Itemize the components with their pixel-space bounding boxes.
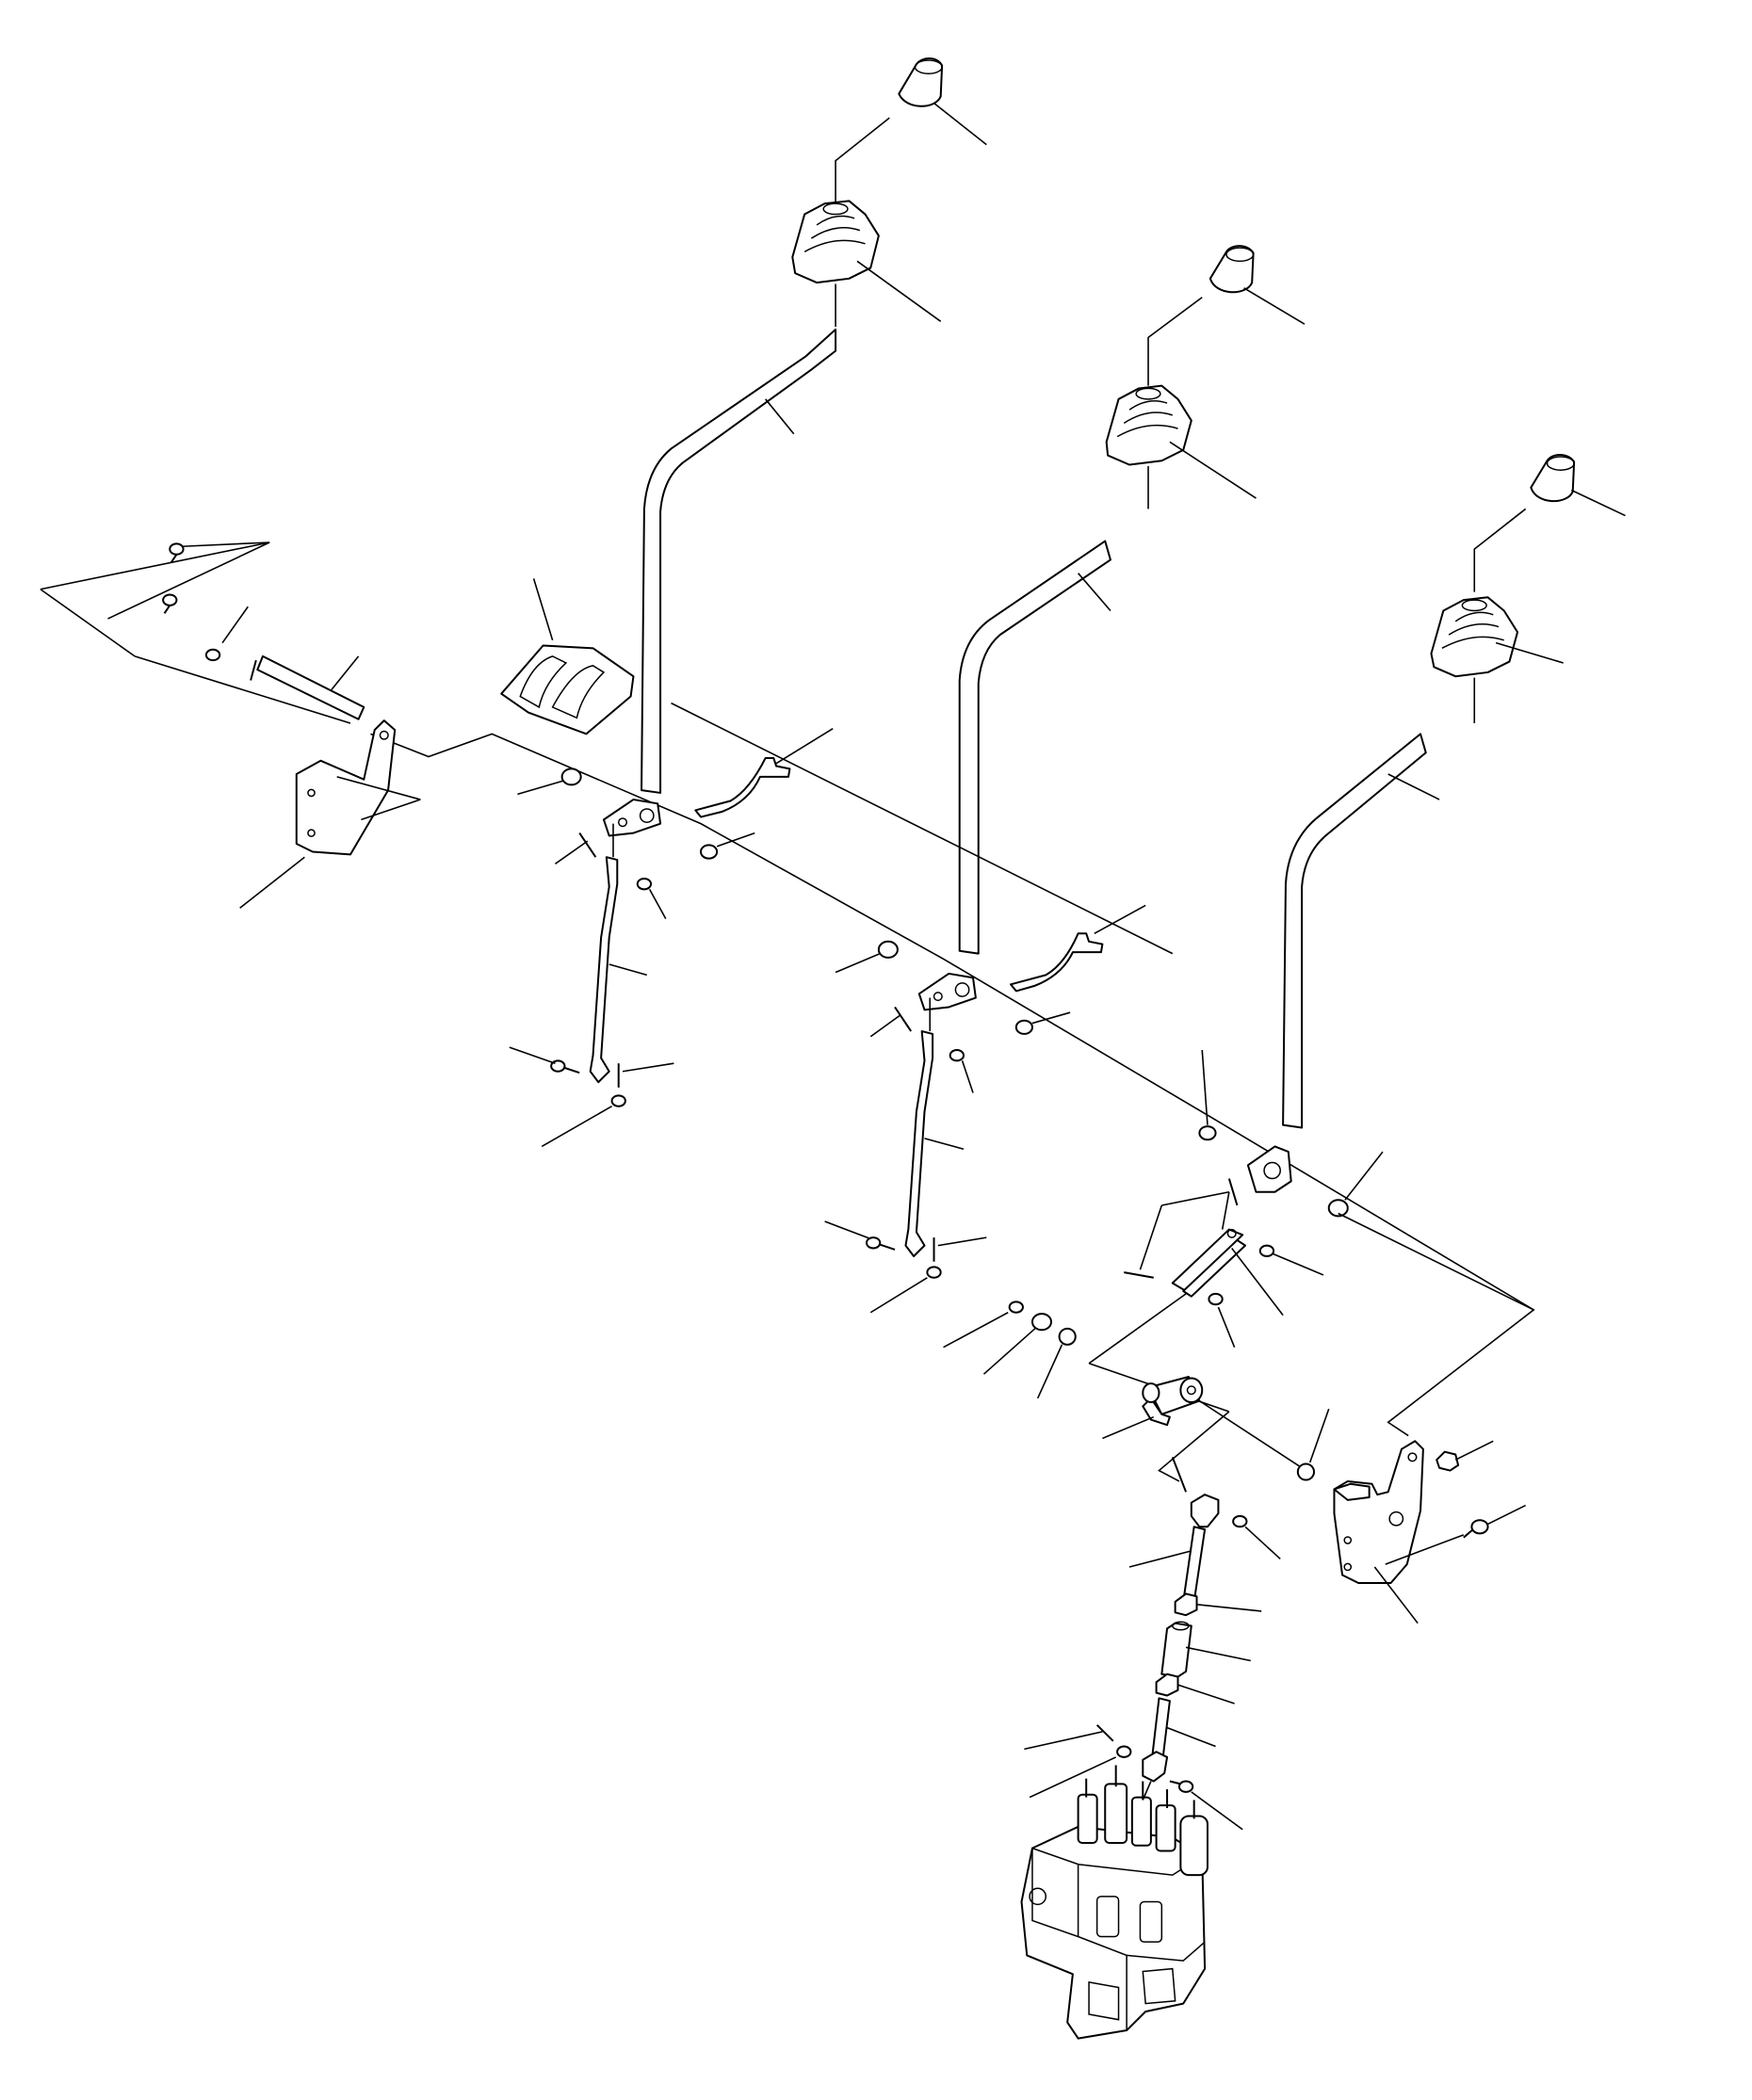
lever-assembly-2	[960, 246, 1305, 953]
lever-knob	[1531, 455, 1574, 501]
centerline	[1089, 1294, 1186, 1364]
lever-guide	[1011, 905, 1145, 991]
mounting-bracket	[1334, 1441, 1422, 1623]
bolt	[163, 594, 176, 613]
pivot-pin	[251, 656, 364, 719]
pivot-bracket	[1102, 1377, 1202, 1438]
centerline	[1148, 298, 1202, 386]
spacer	[1329, 1152, 1383, 1216]
clevis	[1192, 1494, 1280, 1559]
cotter-pin	[1173, 1457, 1186, 1492]
leader-line	[857, 261, 941, 321]
lever-assembly-1	[641, 58, 986, 793]
lever-knob	[899, 58, 942, 106]
spacer	[1199, 1050, 1215, 1139]
washer	[542, 1095, 625, 1146]
mounting-bracket	[240, 720, 421, 908]
centerline	[835, 118, 889, 203]
leader-line	[934, 104, 987, 145]
cotter-pin	[1024, 1725, 1112, 1750]
pivot-hub	[604, 800, 660, 835]
lever-boot	[1107, 386, 1192, 465]
cotter-pin	[934, 1237, 987, 1262]
lever-knob	[1210, 246, 1254, 292]
leader-line	[1079, 573, 1111, 611]
spacer	[1016, 1012, 1070, 1034]
pivot-hub	[919, 974, 976, 1010]
floor-plate	[501, 578, 633, 734]
spacer	[1298, 1409, 1329, 1479]
lower-rod	[591, 824, 647, 1082]
leader-line	[1170, 442, 1257, 498]
clevis-pin	[1170, 1782, 1242, 1830]
washer	[206, 606, 248, 660]
leader-line	[766, 399, 794, 434]
clevis-pin	[950, 1050, 973, 1093]
centerline	[1338, 1214, 1533, 1310]
pivot-hub	[1248, 1146, 1291, 1191]
control-lever	[960, 541, 1111, 954]
left-support-assembly	[41, 542, 420, 908]
washer	[870, 1267, 940, 1312]
clevis-pin	[825, 1221, 895, 1250]
lever-boot	[792, 201, 879, 283]
leader-line	[1244, 288, 1305, 324]
cotter-pin	[1124, 1272, 1153, 1278]
nut	[1436, 1441, 1493, 1470]
spacer	[1038, 1329, 1076, 1398]
control-lever	[641, 330, 835, 793]
cotter-pin	[1140, 1179, 1237, 1270]
link-plate	[1173, 1230, 1283, 1316]
clevis-pin	[1260, 1246, 1323, 1275]
nut	[944, 1301, 1023, 1347]
spacer	[835, 942, 898, 973]
washer	[1030, 1747, 1130, 1798]
lower-rod	[905, 998, 964, 1256]
centerline	[1199, 1401, 1302, 1468]
clevis-pin	[1209, 1294, 1234, 1348]
bolt	[170, 543, 183, 562]
cotter-pin	[619, 1063, 674, 1088]
valve-spool	[1079, 1765, 1208, 1875]
clevis-pin	[510, 1047, 579, 1073]
lock-nut	[1176, 1593, 1262, 1615]
clevis	[1143, 1752, 1167, 1781]
cross-shaft-axis	[370, 703, 1533, 1436]
spacer	[701, 833, 754, 859]
centerline	[1474, 509, 1525, 591]
lever-boot	[1431, 597, 1517, 676]
washer	[983, 1314, 1051, 1374]
bolt	[1386, 1506, 1526, 1565]
leader-line	[1388, 774, 1439, 800]
adjuster-rod	[1129, 1527, 1205, 1602]
leader-line	[534, 578, 553, 639]
lock-nut	[1157, 1674, 1235, 1704]
clevis-pin	[638, 879, 666, 919]
control-valve	[1022, 1765, 1208, 2038]
lever-guide	[695, 729, 833, 817]
leader-line	[1496, 643, 1564, 663]
centerline	[1159, 1412, 1228, 1481]
cotter-pin	[870, 1007, 911, 1036]
lever-assembly-3	[1283, 455, 1625, 1127]
centerline	[1143, 1782, 1151, 1801]
control-lever	[1283, 734, 1426, 1127]
turnbuckle-sleeve	[1161, 1622, 1250, 1676]
leader-line	[1571, 491, 1625, 516]
spacer	[517, 768, 580, 794]
cotter-pin	[555, 833, 595, 864]
